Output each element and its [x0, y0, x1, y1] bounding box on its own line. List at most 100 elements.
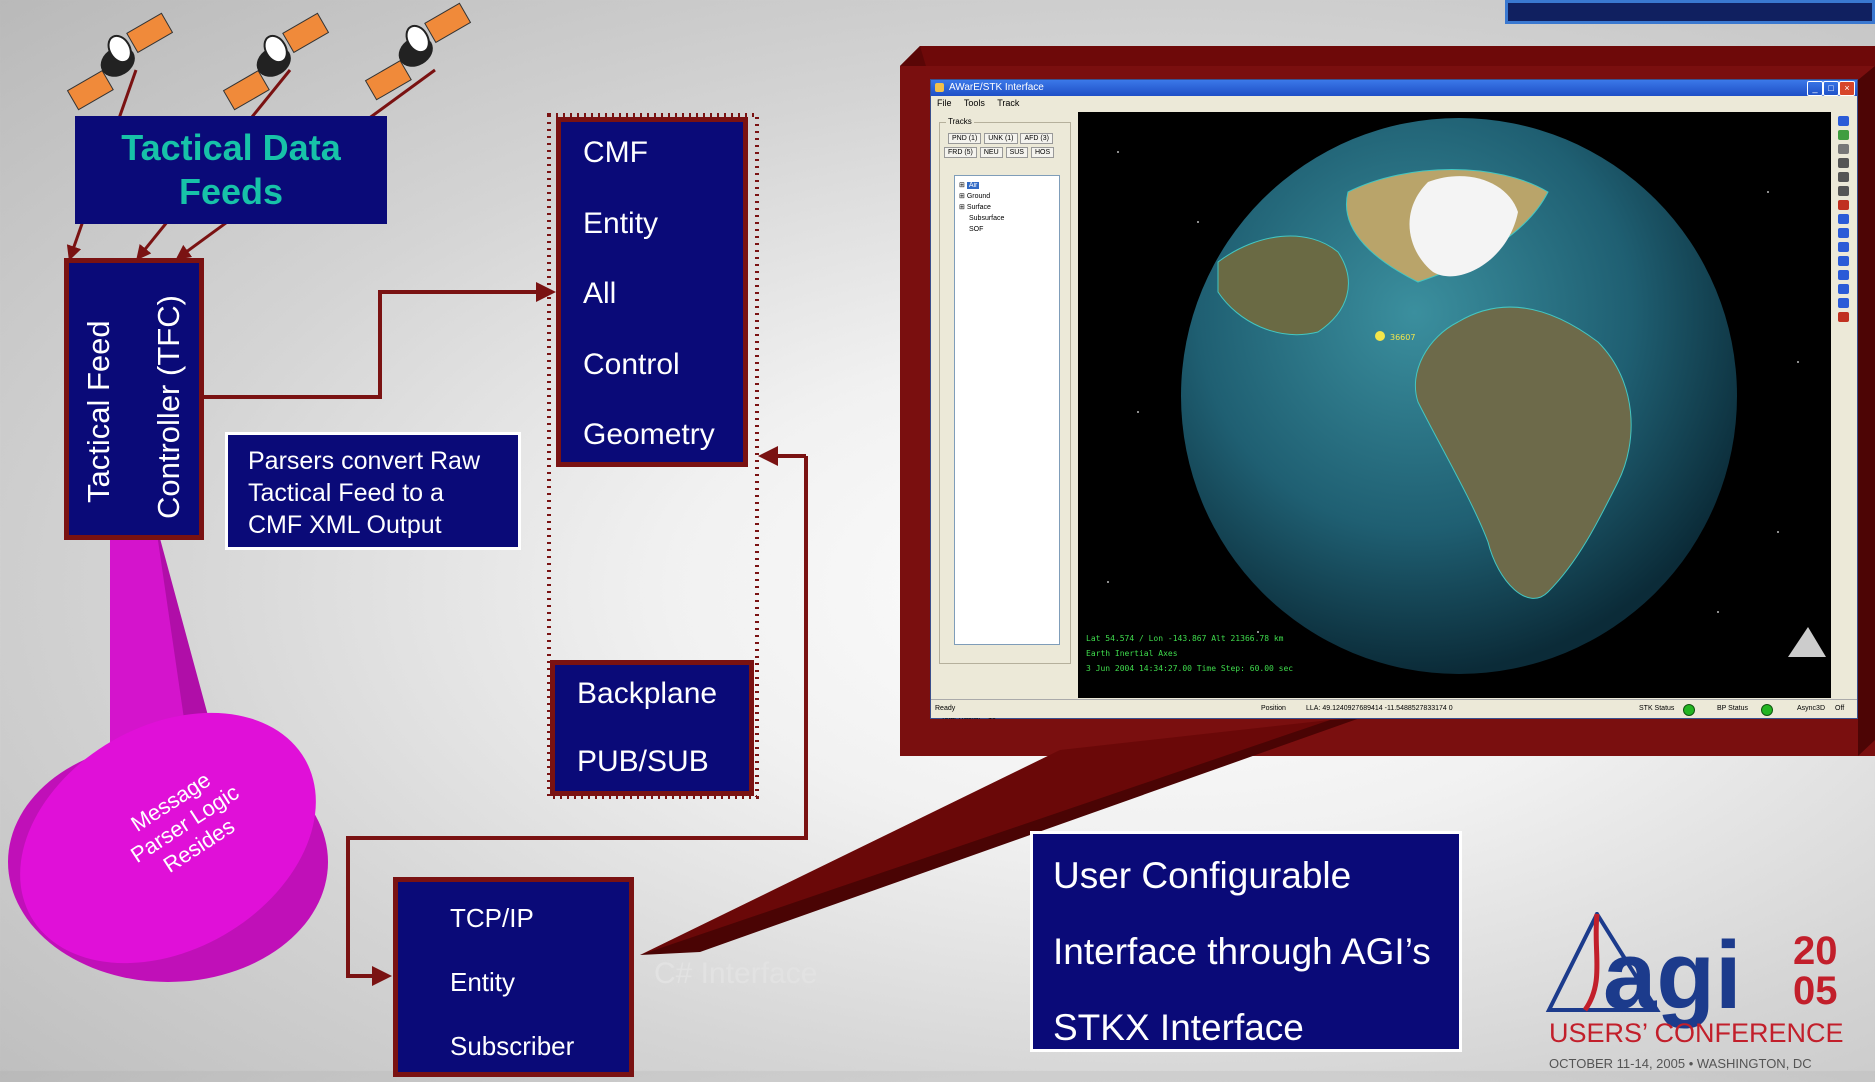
tab-hos[interactable]: HOS — [1030, 147, 1055, 158]
agi-logo-graphic: agi 20 05 USERS’ CONFERENCE OCTOBER 11-1… — [1545, 909, 1844, 1071]
tracks-group: Tracks PND (1) UNK (1) AFD (3) FRD (5) N… — [939, 117, 1071, 664]
backplane-box: Backplane PUB/SUB — [550, 660, 754, 796]
feeds-line-1: Tactical Data — [121, 127, 341, 168]
tree-item-subsurface[interactable]: Subsurface — [969, 215, 1005, 222]
step-forward-icon[interactable] — [1837, 270, 1849, 280]
tcp-item: Entity — [450, 967, 516, 997]
status-ready: Ready — [935, 705, 956, 712]
status-bar: Ready Position LLA: 49.1240927689414 -11… — [931, 699, 1857, 718]
play-reverse-icon[interactable] — [1837, 228, 1849, 238]
agi-year-bottom: 05 — [1793, 969, 1838, 1013]
tfc-line-2: Controller (TFC) — [151, 295, 186, 519]
tracks-panel: Tracks PND (1) UNK (1) AFD (3) FRD (5) N… — [935, 112, 1075, 721]
pause-icon[interactable] — [1837, 242, 1849, 252]
arrow-back-tcp — [346, 456, 808, 986]
window-frame-right — [1858, 66, 1875, 756]
bp-status-label: BP Status — [1717, 705, 1749, 712]
agi-brand: agi — [1603, 922, 1742, 1029]
coord-line-1: Lat 54.574 / Lon -143.867 Alt 21366.78 k… — [1086, 634, 1284, 643]
off-label: Off — [1835, 705, 1845, 712]
dotted-container — [547, 113, 759, 799]
cmf-item: Control — [583, 347, 680, 381]
app-icon — [935, 83, 944, 92]
agi-dates-text: OCTOBER 11-14, 2005 • WASHINGTON, DC — [1549, 1056, 1812, 1071]
window-title: AWarE/STK Interface — [949, 82, 1044, 93]
csharp-interface-label: C# Interface — [654, 957, 818, 990]
tab-pnd[interactable]: PND (1) — [948, 133, 982, 144]
user-configurable-box: User Configurable Interface through AGI’… — [1030, 831, 1462, 1052]
bubble-tail — [110, 520, 195, 760]
tab-afd[interactable]: AFD (3) — [1020, 133, 1053, 144]
menu-track[interactable]: Track — [997, 98, 1020, 108]
parsers-line: Tactical Feed to a — [248, 479, 444, 507]
tcp-entity-subscriber-box: TCP/IP Entity Subscriber — [393, 877, 634, 1077]
menu-bar: File Tools Track — [931, 96, 1857, 110]
animation-toolbar — [1831, 112, 1855, 698]
tab-neu[interactable]: NEU — [979, 147, 1003, 158]
parsers-note-box: Parsers convert Raw Tactical Feed to a C… — [225, 432, 521, 550]
tree-item-air[interactable]: ⊞ Air — [959, 182, 980, 189]
slower-icon[interactable] — [1837, 284, 1849, 294]
async-label: Async3D — [1797, 705, 1826, 712]
tree-item-ground[interactable]: ⊞ Ground — [959, 193, 991, 200]
globe-view[interactable]: 36607 Lat 54.574 / Lon -143.867 Alt 2136… — [1078, 112, 1831, 698]
settings-icon[interactable] — [1837, 312, 1849, 322]
tree-item-surface[interactable]: ⊞ Surface — [959, 204, 991, 211]
tab-frd[interactable]: FRD (5) — [944, 147, 977, 158]
cmf-item: CMF — [583, 136, 648, 169]
reset-icon[interactable] — [1837, 200, 1849, 210]
tree-item-sof[interactable]: SOF — [969, 226, 984, 233]
faster-icon[interactable] — [1837, 298, 1849, 308]
tab-sus[interactable]: SUS — [1005, 147, 1028, 158]
agi-mini-logo — [1788, 627, 1826, 657]
window-frame-top — [900, 46, 1875, 66]
tfc-line-1: Tactical Feed — [81, 320, 116, 503]
status-lla: LLA: 49.1240927689414 -11.5488527833174 … — [1306, 705, 1453, 712]
satellite-icon-2 — [222, 12, 330, 111]
zoom-out-icon[interactable] — [1837, 172, 1849, 182]
play-icon[interactable] — [1837, 256, 1849, 266]
aware-stk-window: AWarE/STK Interface _ □ × File Tools Tra… — [930, 79, 1858, 721]
zoom-in-icon[interactable] — [1837, 158, 1849, 168]
earth-icon[interactable] — [1837, 130, 1849, 140]
menu-file[interactable]: File — [937, 98, 952, 108]
satellite-icon-1 — [66, 12, 174, 111]
agi-conference-logo: agi 20 05 USERS’ CONFERENCE OCTOBER 11-1… — [1545, 909, 1865, 1072]
user-line: Interface through AGI’s — [1053, 931, 1431, 972]
stk-status-label: STK Status — [1639, 705, 1675, 712]
cmf-item: Geometry — [583, 418, 715, 451]
land-north-america — [1414, 306, 1632, 599]
agi-year-top: 20 — [1793, 929, 1838, 973]
cmf-box: CMF Entity All Control Geometry — [556, 117, 748, 467]
globe-icon[interactable] — [1837, 116, 1849, 126]
minimize-icon[interactable]: _ — [1807, 81, 1823, 96]
globe-graphic: 36607 — [1107, 118, 1826, 674]
menu-tools[interactable]: Tools — [963, 98, 985, 108]
top-image-strip — [1505, 0, 1875, 24]
user-line: User Configurable — [1053, 855, 1352, 896]
bubble-tail-shade — [155, 520, 220, 760]
map-icon[interactable] — [1837, 144, 1849, 154]
zoom-fit-icon[interactable] — [1837, 186, 1849, 196]
satellite-icon-3 — [364, 2, 472, 101]
coord-line-2: Earth Inertial Axes — [1086, 649, 1178, 658]
agi-conference-text: USERS’ CONFERENCE — [1549, 1018, 1844, 1048]
tracks-group-label: Tracks — [946, 117, 974, 126]
maximize-icon[interactable]: □ — [1823, 81, 1839, 96]
backplane-item: Backplane — [577, 677, 718, 710]
land-greenland-ice — [1409, 176, 1518, 277]
user-line: STKX Interface — [1053, 1007, 1304, 1048]
stars — [1107, 151, 1799, 633]
window-titlebar[interactable]: AWarE/STK Interface _ □ × — [931, 80, 1857, 96]
step-back-icon[interactable] — [1837, 214, 1849, 224]
track-marker — [1375, 331, 1385, 341]
status-position: Position — [1261, 705, 1286, 712]
cmf-item: All — [583, 277, 617, 310]
bubble-body — [20, 712, 316, 964]
tab-unk[interactable]: UNK (1) — [984, 133, 1018, 144]
tab-row-1: PND (1) UNK (1) AFD (3) — [948, 133, 1054, 144]
tcp-item: TCP/IP — [450, 903, 534, 933]
coord-line-3: 3 Jun 2004 14:34:27.00 Time Step: 60.00 … — [1086, 664, 1294, 673]
close-icon[interactable]: × — [1839, 81, 1855, 96]
